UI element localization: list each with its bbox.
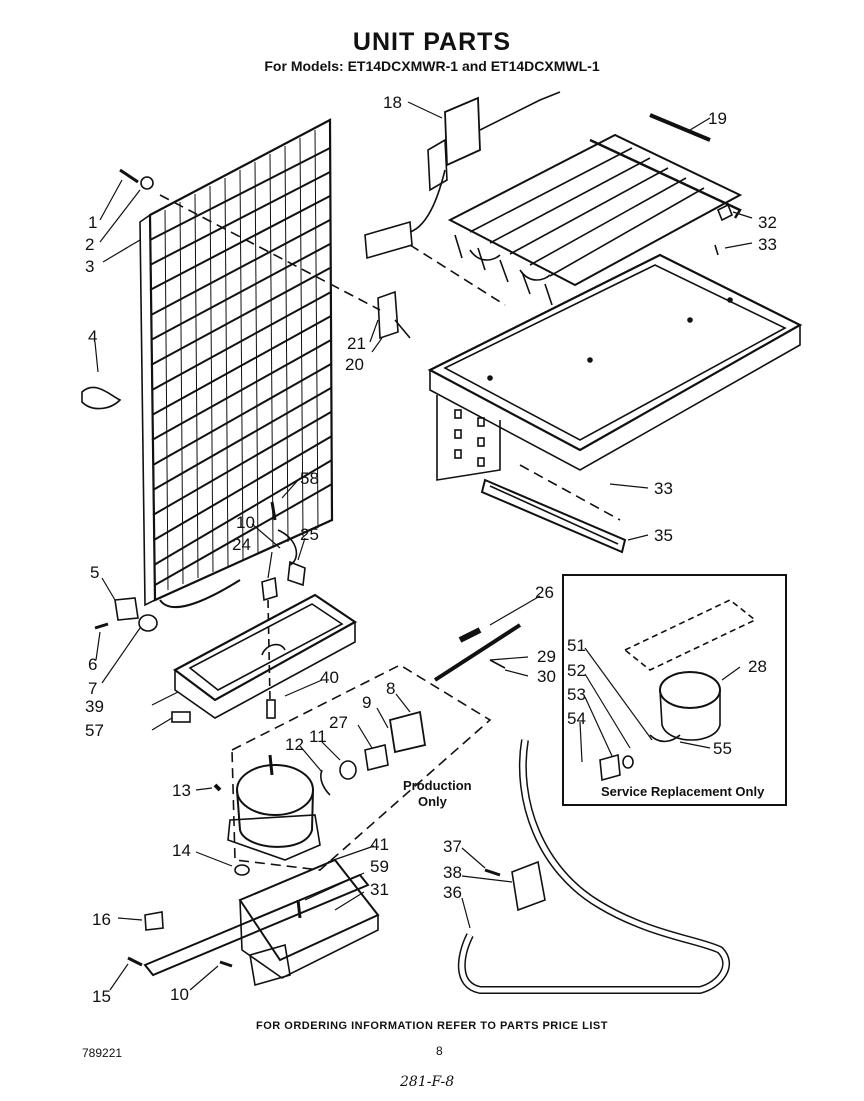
part-label: 52 bbox=[567, 661, 586, 680]
part-label: 7 bbox=[88, 679, 97, 698]
part-label: 18 bbox=[383, 93, 402, 112]
part-label: 25 bbox=[300, 525, 319, 544]
part-label: 16 bbox=[92, 910, 111, 929]
ordering-footer: FOR ORDERING INFORMATION REFER TO PARTS … bbox=[256, 1020, 608, 1032]
part-label: 36 bbox=[443, 883, 462, 902]
part-label: 28 bbox=[748, 657, 767, 676]
part-label: 33 bbox=[758, 235, 777, 254]
part-label: 12 bbox=[285, 735, 304, 754]
part-label: 19 bbox=[708, 109, 727, 128]
part-label: 54 bbox=[567, 709, 586, 728]
part-label: 20 bbox=[345, 355, 364, 374]
part-label: 31 bbox=[370, 880, 389, 899]
service-note: Service Replacement Only bbox=[601, 784, 765, 799]
condenser-coil bbox=[139, 118, 334, 609]
part-label: 58 bbox=[300, 469, 319, 488]
part-label: 24 bbox=[232, 535, 251, 554]
part-label: 29 bbox=[537, 647, 556, 666]
document-code: 789221 bbox=[82, 1046, 123, 1060]
part-label: 6 bbox=[88, 655, 97, 674]
part-label: 33 bbox=[654, 479, 673, 498]
part-label: 57 bbox=[85, 721, 104, 740]
part-label: 10 bbox=[236, 513, 255, 532]
part-label: 59 bbox=[370, 857, 389, 876]
part-label: 41 bbox=[370, 835, 389, 854]
part-label: 1 bbox=[88, 213, 97, 232]
part-label: 37 bbox=[443, 837, 462, 856]
part-label: 53 bbox=[567, 685, 586, 704]
part-label: 3 bbox=[85, 257, 94, 276]
part-label: 55 bbox=[713, 739, 732, 758]
part-label: 15 bbox=[92, 987, 111, 1006]
part-labels: 1 2 3 4 5 6 7 8 9 10 10 11 12 13 14 15 1… bbox=[85, 93, 777, 1006]
part-label: 14 bbox=[172, 841, 191, 860]
part-label: 11 bbox=[309, 727, 327, 746]
part-label: 32 bbox=[758, 213, 777, 232]
part-label: 4 bbox=[88, 327, 97, 346]
part-label: 5 bbox=[90, 563, 99, 582]
part-label: 8 bbox=[386, 679, 395, 698]
handwritten-note: 281-F-8 bbox=[400, 1074, 455, 1090]
part-label: 9 bbox=[362, 693, 371, 712]
part-label: 51 bbox=[567, 636, 586, 655]
part-label: 27 bbox=[329, 713, 348, 732]
part-label: 21 bbox=[347, 334, 366, 353]
part-label: 10 bbox=[170, 985, 189, 1004]
part-label: 39 bbox=[85, 697, 104, 716]
part-label: 40 bbox=[320, 668, 339, 687]
compressor bbox=[227, 699, 321, 861]
model-subtitle: For Models: ET14DCXMWR-1 and ET14DCXMWL-… bbox=[264, 58, 600, 74]
part-label: 38 bbox=[443, 863, 462, 882]
part-label: 26 bbox=[535, 583, 554, 602]
part-label: 13 bbox=[172, 781, 191, 800]
page-title: UNIT PARTS bbox=[352, 28, 512, 56]
part-label: 2 bbox=[85, 235, 94, 254]
part-label: 30 bbox=[537, 667, 556, 686]
production-note-line-2: Only bbox=[418, 794, 448, 809]
page-number: 8 bbox=[436, 1044, 443, 1058]
evaporator bbox=[447, 133, 743, 306]
production-note-line-1: Production bbox=[403, 778, 472, 793]
part-label: 35 bbox=[654, 526, 673, 545]
